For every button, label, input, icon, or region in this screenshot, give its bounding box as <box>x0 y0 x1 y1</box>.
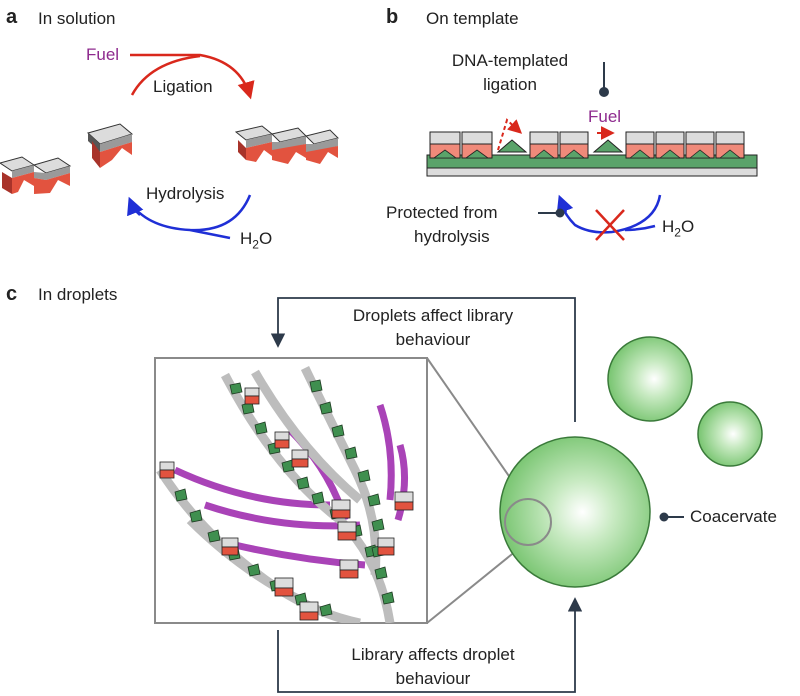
template-ligation-dashed <box>497 118 523 151</box>
blocked-cross-icon <box>595 209 625 241</box>
panel-a-water-label: H2O <box>240 229 273 252</box>
protected-label-line1: Protected from <box>386 203 498 222</box>
blocked-hydrolysis-arrowhead <box>556 194 574 215</box>
panel-b-water-label: H2O <box>662 217 695 240</box>
protected-pin-dot <box>555 208 565 218</box>
panel-b <box>426 62 758 241</box>
blocked-hydrolysis-incoming <box>624 224 656 232</box>
coacervate-pin-dot <box>659 512 669 522</box>
protected-label-line2: hydrolysis <box>414 227 490 246</box>
panel-a-letter: a <box>6 6 18 28</box>
bottom-feedback-connector <box>277 597 583 693</box>
panel-b-title: On template <box>426 9 519 28</box>
small-droplet <box>697 401 763 467</box>
library-affects-droplet-line2: behaviour <box>395 669 471 688</box>
droplets-affect-library-line2: behaviour <box>395 330 471 349</box>
panel-c-title: In droplets <box>38 285 118 304</box>
dimer-block <box>0 156 72 194</box>
medium-droplet <box>607 336 693 422</box>
single-block <box>87 123 134 168</box>
template-blocks <box>429 131 745 159</box>
hydrolysis-label: Hydrolysis <box>146 184 225 203</box>
panel-c-letter: c <box>6 283 18 305</box>
hydrolysis-arrowhead <box>127 196 144 217</box>
zoom-region-circle <box>504 498 552 546</box>
zoom-line-bottom <box>426 541 528 624</box>
panel-b-fuel-label: Fuel <box>588 107 622 126</box>
ligation-arrow <box>130 53 255 100</box>
inset-library-strands <box>156 366 414 623</box>
panel-b-letter: b <box>386 6 399 28</box>
library-affects-droplet-line1: Library affects droplet <box>351 645 515 664</box>
top-feedback-connector <box>270 297 576 422</box>
panel-a-fuel-label: Fuel <box>86 45 120 64</box>
droplets-affect-library-line1: Droplets affect library <box>352 306 514 325</box>
coacervate-label: Coacervate <box>690 507 777 526</box>
panel-a <box>0 53 339 240</box>
ligation-label: Ligation <box>153 77 213 96</box>
dna-ligation-label-line1: DNA-templated <box>451 51 569 70</box>
dna-ligation-label-line2: ligation <box>483 75 537 94</box>
panel-c <box>154 297 763 693</box>
trimer-block <box>234 125 339 164</box>
panel-a-title: In solution <box>38 9 116 28</box>
ligation-arc <box>130 54 201 96</box>
dna-ligation-pin-dot <box>599 87 609 97</box>
large-droplet <box>499 436 651 588</box>
